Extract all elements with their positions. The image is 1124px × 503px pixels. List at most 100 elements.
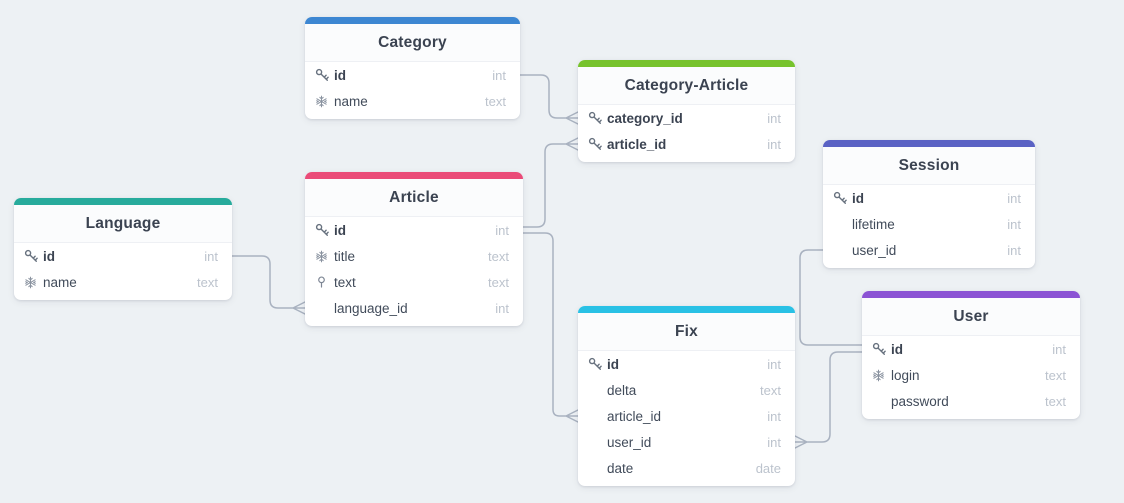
field-row-id[interactable]: id int [578, 351, 795, 377]
field-row-date[interactable]: date date [578, 455, 795, 481]
field-name: language_id [334, 300, 408, 316]
table-title: Fix [578, 313, 795, 351]
field-type: date [755, 460, 781, 476]
field-row-name[interactable]: name text [14, 269, 232, 295]
table-title: Session [823, 147, 1035, 185]
field-row-category_id[interactable]: category_id int [578, 105, 795, 131]
field-name: date [607, 460, 634, 476]
snowflake-icon [315, 94, 334, 108]
no-icon [588, 409, 607, 423]
nullable-icon [315, 275, 334, 289]
no-icon [588, 461, 607, 475]
relation-session-to-user[interactable] [799, 249, 863, 346]
table-accent-bar [862, 291, 1080, 298]
key-icon [588, 357, 607, 371]
field-type: text [488, 274, 509, 290]
field-type: int [492, 67, 506, 83]
field-name: delta [607, 382, 637, 398]
field-name: id [334, 67, 346, 83]
field-row-id[interactable]: id int [823, 185, 1035, 211]
table-accent-bar [578, 306, 795, 313]
field-name: user_id [852, 242, 897, 258]
field-row-id[interactable]: id int [305, 62, 520, 88]
field-type: int [1052, 341, 1066, 357]
field-name: login [891, 367, 920, 383]
field-name: text [334, 274, 356, 290]
field-row-language_id[interactable]: language_id int [305, 295, 523, 321]
field-name: category_id [607, 110, 683, 126]
key-icon [315, 68, 334, 82]
field-type: int [204, 248, 218, 264]
table-title: User [862, 298, 1080, 336]
key-icon [588, 111, 607, 125]
field-row-id[interactable]: id int [14, 243, 232, 269]
no-icon [833, 243, 852, 257]
field-name: user_id [607, 434, 652, 450]
table-accent-bar [823, 140, 1035, 147]
no-icon [588, 383, 607, 397]
field-row-delta[interactable]: delta text [578, 377, 795, 403]
table-title: Category-Article [578, 67, 795, 105]
field-name: password [891, 393, 949, 409]
field-row-password[interactable]: password text [862, 388, 1080, 414]
field-type: int [495, 222, 509, 238]
field-type: int [767, 434, 781, 450]
field-type: int [767, 110, 781, 126]
snowflake-icon [872, 368, 891, 382]
field-row-text[interactable]: text text [305, 269, 523, 295]
field-name: title [334, 248, 356, 264]
table-title: Language [14, 205, 232, 243]
field-type: int [1007, 190, 1021, 206]
field-row-article_id[interactable]: article_id int [578, 403, 795, 429]
field-name: article_id [607, 408, 662, 424]
field-row-lifetime[interactable]: lifetime int [823, 211, 1035, 237]
field-type: text [1045, 393, 1066, 409]
relation-fix-to-user[interactable] [794, 351, 863, 449]
field-type: int [767, 356, 781, 372]
field-type: text [760, 382, 781, 398]
relation-article-to-fix[interactable] [522, 232, 579, 423]
field-type: int [495, 300, 509, 316]
field-row-article_id[interactable]: article_id int [578, 131, 795, 157]
field-type: int [767, 136, 781, 152]
field-row-user_id[interactable]: user_id int [578, 429, 795, 455]
snowflake-icon [315, 249, 334, 263]
snowflake-icon [24, 275, 43, 289]
field-name: article_id [607, 136, 667, 152]
table-accent-bar [305, 17, 520, 24]
field-name: id [43, 248, 55, 264]
field-name: id [607, 356, 619, 372]
field-row-id[interactable]: id int [305, 217, 523, 243]
field-type: text [485, 93, 506, 109]
table-accent-bar [14, 198, 232, 205]
no-icon [833, 217, 852, 231]
relation-language-to-article[interactable] [231, 255, 306, 315]
field-name: lifetime [852, 216, 895, 232]
field-name: name [334, 93, 368, 109]
key-icon [24, 249, 43, 263]
key-icon [588, 137, 607, 151]
field-name: id [334, 222, 346, 238]
field-name: id [852, 190, 864, 206]
table-language[interactable]: Language id int name text [14, 198, 232, 300]
field-name: name [43, 274, 77, 290]
field-type: text [197, 274, 218, 290]
relation-category-to-category_article[interactable] [519, 74, 579, 125]
relation-article-to-category_article[interactable] [522, 137, 579, 228]
no-icon [872, 394, 891, 408]
field-type: int [1007, 216, 1021, 232]
key-icon [872, 342, 891, 356]
table-accent-bar [305, 172, 523, 179]
field-type: int [767, 408, 781, 424]
field-row-name[interactable]: name text [305, 88, 520, 114]
